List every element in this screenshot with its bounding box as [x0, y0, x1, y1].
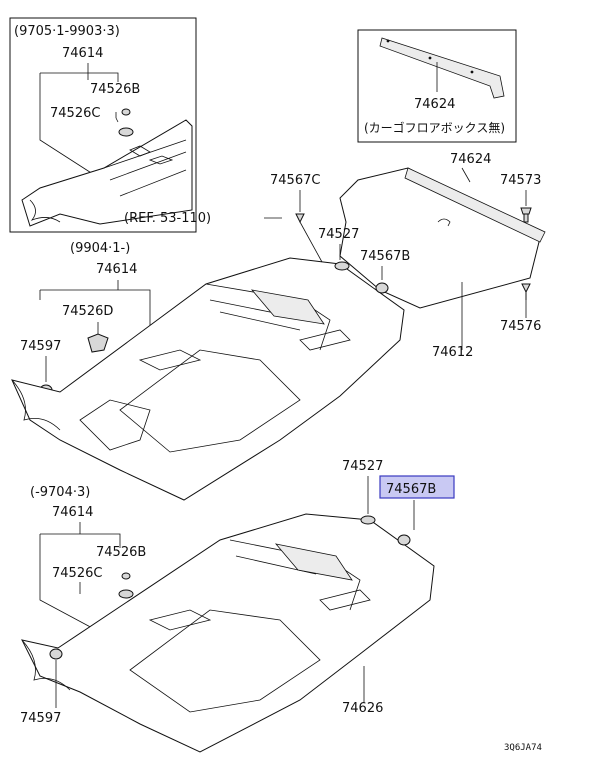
part-74614-mid[interactable]: 74614 [96, 262, 137, 277]
plug-74527-top [334, 261, 350, 271]
part-74624-main[interactable]: 74624 [450, 152, 491, 167]
date-range-top: (9705·1-9903·3) [14, 24, 120, 39]
inset-box-top-right: 74624 (カーゴフロアボックス無) [357, 29, 517, 143]
carpet-74626-body [21, 513, 435, 753]
part-74526B-bottom[interactable]: 74526B [96, 545, 146, 560]
clip-74567B-top [375, 282, 389, 294]
part-74612[interactable]: 74612 [432, 345, 473, 360]
part-74597-top[interactable]: 74597 [20, 339, 61, 354]
clip-74597-bottom [49, 648, 63, 660]
screw-74573 [520, 207, 532, 223]
part-74573[interactable]: 74573 [500, 173, 541, 188]
clip-74567B-bottom [397, 534, 411, 546]
cargo-floor-panel: 74612 74624 74573 74576 [339, 152, 546, 360]
clip-74526C-bottom [118, 589, 134, 599]
carpet-fragment-inset [21, 119, 193, 227]
part-74526C-top[interactable]: 74526C [50, 106, 100, 121]
highlight-74567B[interactable] [379, 475, 455, 499]
clip-74526D [87, 333, 109, 353]
clip-74526B-top [121, 108, 131, 116]
cargo-trim-main [404, 167, 546, 243]
ref-label: (REF. 53-110) [124, 211, 211, 226]
part-74614-bottom[interactable]: 74614 [52, 505, 93, 520]
clip-74526B-bottom [121, 572, 131, 580]
part-74526C-bottom[interactable]: 74526C [52, 566, 102, 581]
plug-74527-bottom [360, 515, 376, 525]
part-74527-top[interactable]: 74527 [318, 227, 359, 242]
part-74526B-top[interactable]: 74526B [90, 82, 140, 97]
part-74567B-highlight[interactable]: 74567B [386, 482, 436, 497]
part-74527-bottom[interactable]: 74527 [342, 459, 383, 474]
inset-box-top-left: (9705·1-9903·3) 74614 74526B 74526C [9, 17, 197, 233]
clip-74576 [521, 283, 531, 300]
part-74567C[interactable]: 74567C [270, 173, 320, 188]
part-74526D[interactable]: 74526D [62, 304, 113, 319]
carpet-middle: (REF. 53-110) (9904·1-) 74614 74526D 745… [11, 173, 410, 501]
japanese-note: (カーゴフロアボックス無) [364, 120, 505, 135]
clip-74567C [295, 213, 305, 224]
cargo-trim-strip [379, 37, 505, 99]
diagram-code: 3Q6JA74 [504, 743, 542, 753]
part-74624-box[interactable]: 74624 [414, 97, 455, 112]
part-74614-top[interactable]: 74614 [62, 46, 103, 61]
clip-74526C-top [118, 127, 134, 137]
part-74567B-top[interactable]: 74567B [360, 249, 410, 264]
part-74626[interactable]: 74626 [342, 701, 383, 716]
date-range-bottom: (-9704·3) [30, 485, 90, 500]
part-74597-bottom[interactable]: 74597 [20, 711, 61, 726]
date-range-mid: (9904·1-) [70, 241, 130, 256]
carpet-bottom: (-9704·3) 74614 74526B 74526C 74597 7452… [20, 459, 455, 753]
part-74576[interactable]: 74576 [500, 319, 541, 334]
